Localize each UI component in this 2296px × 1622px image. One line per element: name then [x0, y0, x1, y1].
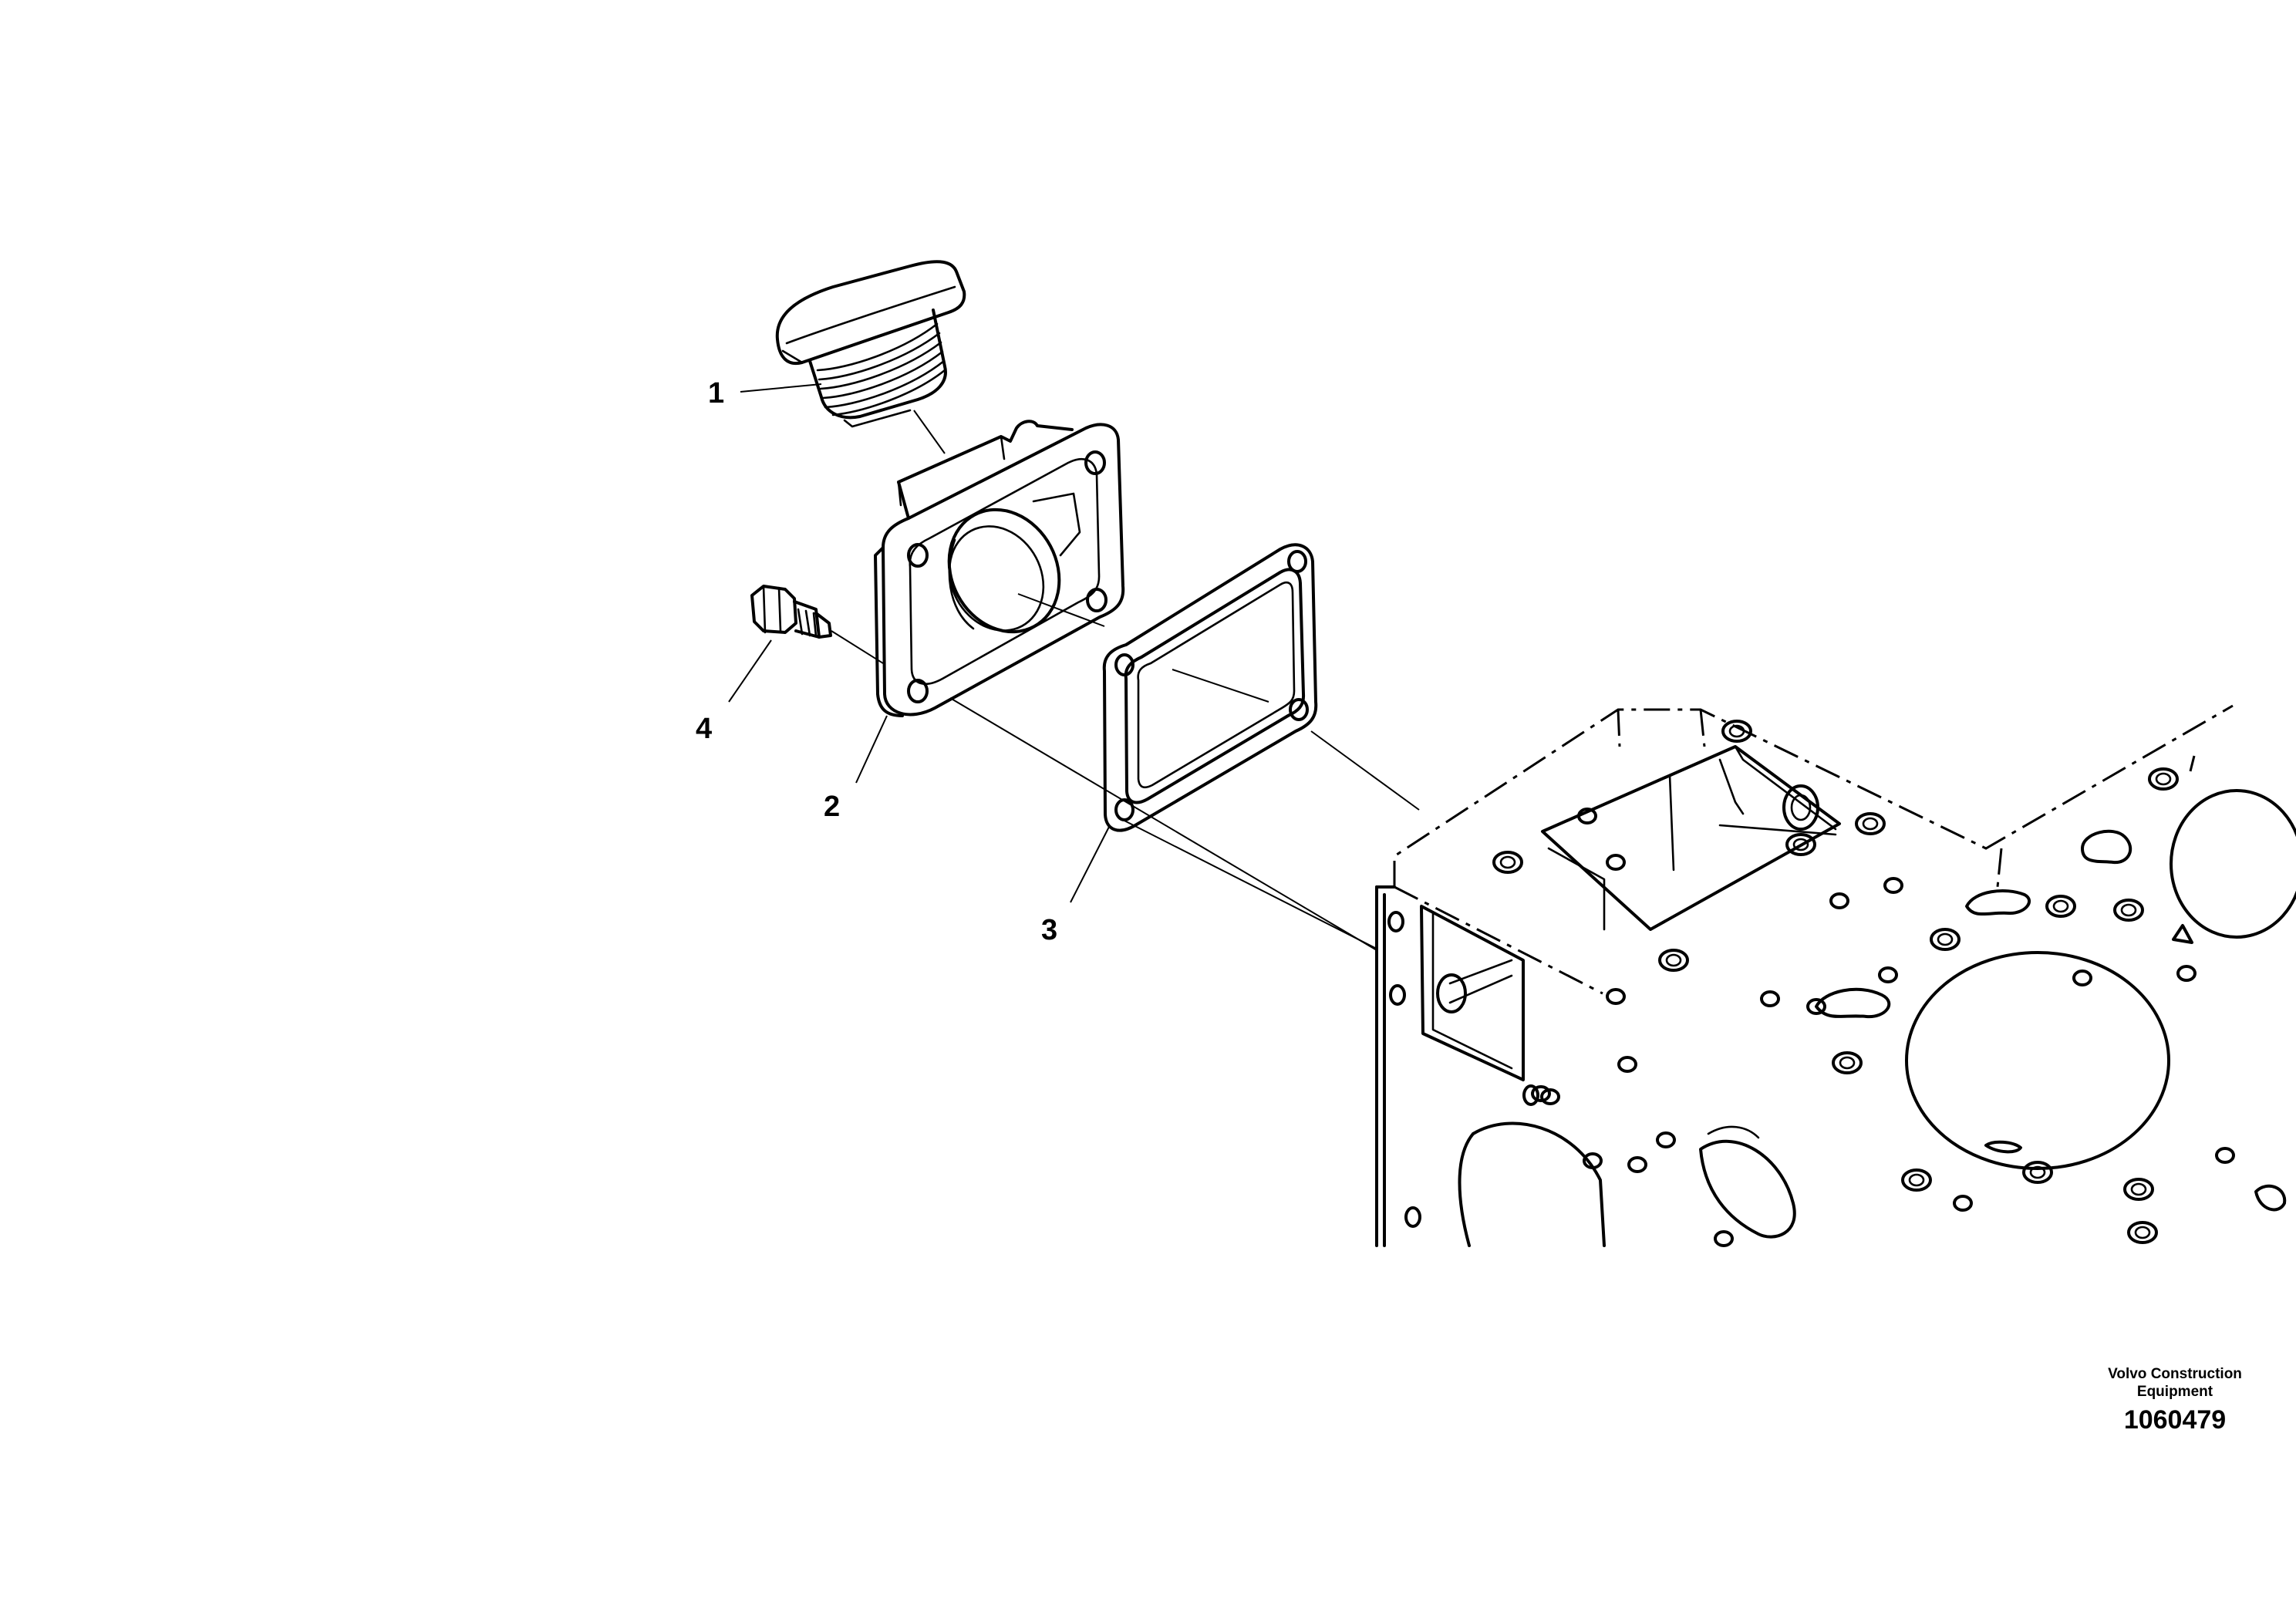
screw-part: [728, 585, 884, 703]
callout-3: 3: [1041, 914, 1057, 946]
drawing-number: 1060479: [2123, 1405, 2227, 1435]
manufacturer-line-2: Equipment: [2136, 1384, 2213, 1400]
manufacturer-line-1: Volvo Construction: [2108, 1366, 2242, 1382]
gasket-part: [949, 543, 1420, 951]
callout-2: 2: [824, 791, 840, 823]
callout-1: 1: [708, 377, 724, 410]
engine-block-part: [1375, 704, 2296, 1247]
callout-4: 4: [696, 713, 712, 745]
drawing-credit: Volvo Construction Equipment 1060479: [2082, 1365, 2267, 1436]
flange-part: [855, 420, 1125, 784]
plug-part: [740, 260, 966, 454]
